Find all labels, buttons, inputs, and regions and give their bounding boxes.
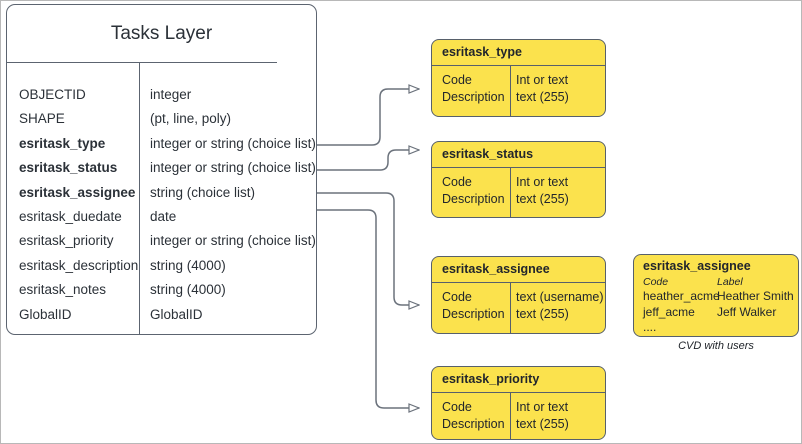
domain-title: esritask_assignee (442, 262, 550, 276)
field-type-objectid: integer (150, 87, 192, 102)
connector-type (317, 89, 419, 146)
domain-box-esritask-priority[interactable]: esritask_priority Code Description Int o… (431, 366, 606, 440)
domain-value-column: Int or text text (255) (516, 399, 601, 432)
field-name-column: OBJECTID SHAPE esritask_type esritask_st… (19, 83, 139, 327)
field-type-esritask-notes: string (4000) (150, 282, 226, 298)
domain-key-column: Code Description (442, 72, 512, 105)
domain-key-column: Code Description (442, 289, 512, 322)
domain-key-description: Description (442, 306, 505, 321)
cvd-cell-label: Jeff Walker (717, 304, 777, 319)
connector-priority (317, 209, 419, 408)
field-type-column: integer (pt, line, poly) integer or stri… (150, 83, 325, 327)
domain-key-column: Code Description (442, 174, 512, 207)
entity-column-divider (139, 63, 140, 334)
domain-key-code: Code (442, 400, 472, 414)
field-type-esritask-priority: integer or string (choice list) (150, 233, 316, 249)
domain-key-description: Description (442, 89, 505, 104)
domain-title: esritask_priority (442, 372, 540, 386)
domain-value-description: text (255) (516, 191, 569, 206)
field-type-esritask-duedate: date (150, 208, 177, 224)
domain-title: esritask_status (442, 147, 534, 161)
domain-column-divider (510, 393, 511, 439)
field-name-shape: SHAPE (19, 111, 65, 127)
field-name-esritask-assignee: esritask_assignee (19, 184, 136, 200)
domain-value-column: Int or text text (255) (516, 72, 601, 105)
cvd-header-label: Label (717, 276, 743, 288)
tasks-layer-entity[interactable]: Tasks Layer OBJECTID SHAPE esritask_type… (6, 4, 317, 335)
domain-value-code: Int or text (516, 73, 569, 87)
entity-header-divider (7, 62, 277, 63)
cvd-cell-label: Heather Smith (717, 289, 794, 303)
domain-key-description: Description (442, 191, 505, 206)
domain-box-esritask-assignee[interactable]: esritask_assignee Code Description text … (431, 256, 606, 334)
connector-assignee (317, 192, 419, 305)
cvd-row-ellipsis: .... (643, 320, 794, 336)
cvd-sample-box[interactable]: esritask_assignee Code Label heather_acm… (633, 254, 799, 337)
domain-key-description: Description (442, 416, 505, 431)
cvd-row: jeff_acme Jeff Walker (643, 305, 794, 321)
field-name-objectid: OBJECTID (19, 87, 86, 102)
domain-value-description: text (255) (516, 306, 569, 321)
domain-title: esritask_type (442, 45, 522, 59)
domain-column-divider (510, 66, 511, 116)
field-name-esritask-duedate: esritask_duedate (19, 208, 122, 224)
cvd-cell-code: .... (643, 320, 657, 334)
domain-box-esritask-status[interactable]: esritask_status Code Description Int or … (431, 141, 606, 218)
cvd-cell-code: jeff_acme (643, 304, 695, 319)
connector-status (317, 150, 419, 171)
domain-key-code: Code (442, 290, 472, 304)
cvd-header-row: Code Label (643, 275, 794, 289)
domain-column-divider (510, 283, 511, 333)
domain-value-code: text (username) (516, 290, 604, 304)
domain-header-divider (432, 282, 605, 283)
field-name-esritask-notes: esritask_notes (19, 282, 107, 298)
field-type-globalid: GlobalID (150, 306, 203, 322)
field-type-shape: (pt, line, poly) (150, 111, 232, 127)
field-type-esritask-type: integer or string (choice list) (150, 135, 316, 151)
field-name-esritask-status: esritask_status (19, 160, 118, 176)
domain-value-code: Int or text (516, 400, 569, 414)
domain-key-code: Code (442, 73, 472, 87)
cvd-caption: CVD with users (678, 340, 754, 352)
field-name-esritask-priority: esritask_priority (19, 233, 114, 249)
field-type-esritask-assignee: string (choice list) (150, 184, 256, 200)
field-type-esritask-status: integer or string (choice list) (150, 160, 316, 176)
domain-value-description: text (255) (516, 416, 569, 431)
domain-key-column: Code Description (442, 399, 512, 432)
domain-box-esritask-type[interactable]: esritask_type Code Description Int or te… (431, 39, 606, 117)
field-name-esritask-description: esritask_description (19, 257, 139, 273)
domain-header-divider (432, 167, 605, 168)
entity-title: Tasks Layer (110, 23, 213, 44)
cvd-cell-code: heather_acme (643, 289, 720, 303)
domain-value-column: Int or text text (255) (516, 174, 601, 207)
field-name-esritask-type: esritask_type (19, 135, 106, 151)
domain-value-description: text (255) (516, 89, 569, 104)
cvd-row: heather_acme Heather Smith (643, 289, 794, 305)
domain-header-divider (432, 65, 605, 66)
cvd-title: esritask_assignee (643, 259, 751, 273)
domain-key-code: Code (442, 175, 472, 189)
domain-column-divider (510, 168, 511, 217)
cvd-table: Code Label heather_acme Heather Smith je… (643, 275, 794, 336)
domain-value-code: Int or text (516, 175, 569, 189)
domain-value-column: text (username) text (255) (516, 289, 604, 322)
domain-header-divider (432, 392, 605, 393)
cvd-header-code: Code (643, 276, 669, 288)
field-name-globalid: GlobalID (19, 306, 72, 322)
field-type-esritask-description: string (4000) (150, 257, 226, 273)
